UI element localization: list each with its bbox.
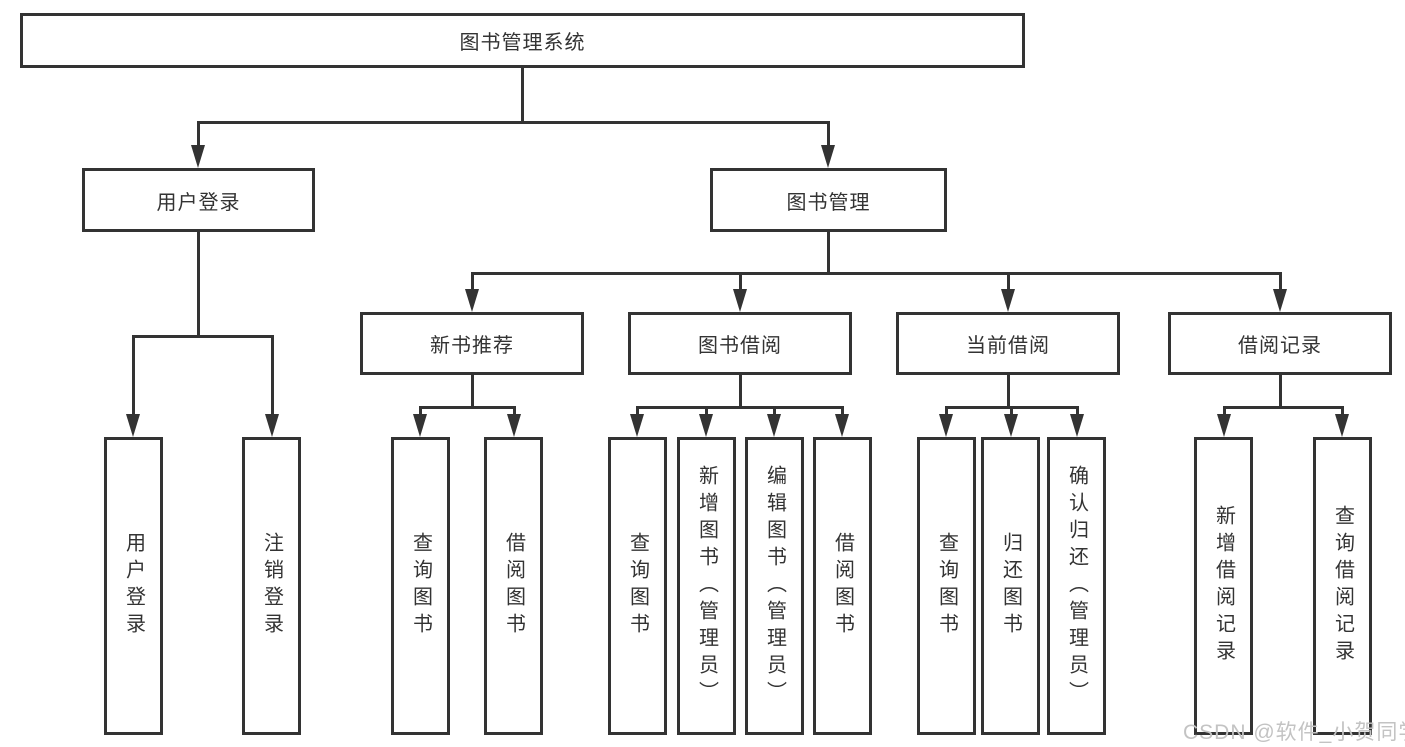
node-label: 新增借阅记录 xyxy=(1212,505,1235,667)
connector-line xyxy=(1279,375,1282,409)
connector-line xyxy=(132,335,274,338)
csdn-watermark: CSDN @软件_小贺同学 xyxy=(1183,721,1405,744)
node-label: 新增图书（管理员） xyxy=(695,464,718,708)
arrow-down-icon xyxy=(630,414,644,437)
connector-line xyxy=(471,375,474,409)
connector-line xyxy=(197,121,830,124)
node-leaf-confirm-return-admin: 确认归还（管理员） xyxy=(1047,437,1106,735)
node-leaf-query-books-current: 查询图书 xyxy=(917,437,976,735)
node-leaf-add-borrow-record: 新增借阅记录 xyxy=(1194,437,1253,735)
connector-line xyxy=(739,375,742,409)
arrow-down-icon xyxy=(413,414,427,437)
node-leaf-edit-book-admin: 编辑图书（管理员） xyxy=(745,437,804,735)
connector-line xyxy=(521,68,524,124)
node-current-borrowing: 当前借阅 xyxy=(896,312,1120,375)
arrow-down-icon xyxy=(265,414,279,437)
node-leaf-query-books-recommend: 查询图书 xyxy=(391,437,450,735)
node-label: 查询图书 xyxy=(409,532,432,640)
connector-line xyxy=(1007,375,1010,409)
arrow-down-icon xyxy=(126,414,140,437)
node-label: 注销登录 xyxy=(260,532,283,640)
node-label: 编辑图书（管理员） xyxy=(763,464,786,708)
connector-line xyxy=(705,406,708,416)
arrow-down-icon xyxy=(507,414,521,437)
node-borrow-records: 借阅记录 xyxy=(1168,312,1392,375)
connector-line xyxy=(636,406,639,416)
connector-line xyxy=(739,272,742,292)
arrow-down-icon xyxy=(1001,289,1015,312)
connector-line xyxy=(1279,272,1282,292)
node-book-borrowing: 图书借阅 xyxy=(628,312,852,375)
connector-line xyxy=(945,406,948,416)
node-label: 查询图书 xyxy=(935,532,958,640)
node-label: 当前借阅 xyxy=(966,335,1050,357)
connector-line xyxy=(1010,406,1013,416)
node-label: 用户登录 xyxy=(122,532,145,640)
arrow-down-icon xyxy=(1335,414,1349,437)
connector-line xyxy=(513,406,516,416)
connector-line xyxy=(1076,406,1079,416)
connector-line xyxy=(132,335,135,416)
connector-line xyxy=(197,121,200,147)
node-label: 查询借阅记录 xyxy=(1331,505,1354,667)
connector-line xyxy=(1223,406,1344,409)
connector-line xyxy=(1341,406,1344,416)
connector-line xyxy=(827,121,830,147)
connector-line xyxy=(636,406,844,409)
connector-line xyxy=(419,406,516,409)
node-leaf-logout: 注销登录 xyxy=(242,437,301,735)
node-book-management: 图书管理 xyxy=(710,168,947,232)
node-label: 归还图书 xyxy=(999,532,1022,640)
node-new-book-recommend: 新书推荐 xyxy=(360,312,584,375)
arrow-down-icon xyxy=(465,289,479,312)
node-label: 借阅记录 xyxy=(1238,335,1322,357)
connector-line xyxy=(773,406,776,416)
connector-line xyxy=(471,272,1282,275)
node-leaf-user-login: 用户登录 xyxy=(104,437,163,735)
arrow-down-icon xyxy=(767,414,781,437)
node-label: 图书管理 xyxy=(786,191,871,214)
node-label: 新书推荐 xyxy=(430,335,514,357)
arrow-down-icon xyxy=(699,414,713,437)
node-leaf-add-book-admin: 新增图书（管理员） xyxy=(677,437,736,735)
node-label: 用户登录 xyxy=(156,191,241,214)
node-library-system: 图书管理系统 xyxy=(20,13,1025,68)
node-label: 图书管理系统 xyxy=(459,32,586,54)
node-label: 借阅图书 xyxy=(502,532,525,640)
connector-line xyxy=(197,232,200,338)
arrow-down-icon xyxy=(1217,414,1231,437)
node-leaf-borrow-books: 借阅图书 xyxy=(813,437,872,735)
connector-line xyxy=(841,406,844,416)
connector-line xyxy=(471,272,474,292)
node-leaf-query-books-borrowing: 查询图书 xyxy=(608,437,667,735)
arrow-down-icon xyxy=(1273,289,1287,312)
node-label: 借阅图书 xyxy=(831,532,854,640)
connector-line xyxy=(1223,406,1226,416)
connector-line xyxy=(271,335,274,416)
arrow-down-icon xyxy=(733,289,747,312)
arrow-down-icon xyxy=(1004,414,1018,437)
node-label: 确认归还（管理员） xyxy=(1065,464,1088,708)
arrow-down-icon xyxy=(939,414,953,437)
node-leaf-return-book: 归还图书 xyxy=(981,437,1040,735)
arrow-down-icon xyxy=(1070,414,1084,437)
node-user-login: 用户登录 xyxy=(82,168,315,232)
node-label: 查询图书 xyxy=(626,532,649,640)
node-label: 图书借阅 xyxy=(698,335,782,357)
connector-line xyxy=(1007,272,1010,292)
node-leaf-borrow-books-recommend: 借阅图书 xyxy=(484,437,543,735)
arrow-down-icon xyxy=(835,414,849,437)
node-leaf-query-borrow-record: 查询借阅记录 xyxy=(1313,437,1372,735)
arrow-down-icon xyxy=(191,145,205,168)
connector-line xyxy=(419,406,422,416)
arrow-down-icon xyxy=(821,145,835,168)
connector-line xyxy=(827,232,830,275)
